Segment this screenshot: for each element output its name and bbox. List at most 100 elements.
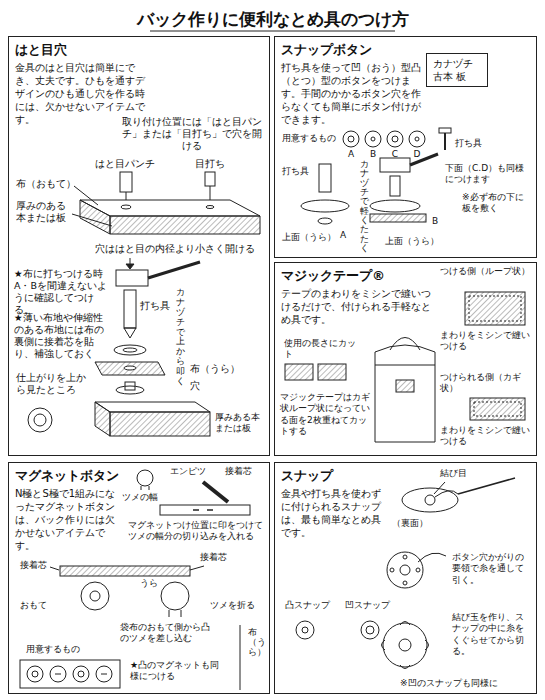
annotation-label: B xyxy=(432,216,440,227)
snap-button-illustration-part xyxy=(371,137,375,141)
annotation-label: ツメの幅 xyxy=(122,492,162,503)
sew-on-snap-illustration-part xyxy=(387,552,423,588)
annotation-label: 打ち具 xyxy=(282,166,314,177)
magnet-button-illustration-part xyxy=(90,591,100,601)
eyelet-illustration-part xyxy=(95,402,110,436)
snap-button-illustration-part xyxy=(387,131,403,147)
magnet-button-illustration-part xyxy=(160,505,250,515)
annotation-label: ツメを折る xyxy=(210,600,260,611)
snap-button-illustration-part xyxy=(343,131,359,147)
eyelet-illustration-part xyxy=(72,214,112,226)
sew-on-snap-illustration-part xyxy=(418,553,446,562)
sew-on-snap-illustration-part xyxy=(435,491,458,497)
annotation-label: 下面（C.D）も同様につけます xyxy=(445,163,530,186)
annotation-label: 上面（うら） xyxy=(282,232,342,243)
magnet-button-illustration-part xyxy=(50,666,66,682)
magnet-button-illustration-part xyxy=(137,470,153,486)
snap-button-illustration-part xyxy=(370,200,420,212)
sew-on-snap-illustration-part xyxy=(366,626,374,634)
sew-on-snap-illustration-part xyxy=(402,488,458,512)
annotation-label: はと目パンチ xyxy=(95,158,157,170)
annotation-label: まわりをミシンで縫いつける xyxy=(440,330,532,353)
magnet-button-illustration-part xyxy=(207,509,213,511)
magnet-button-illustration-part xyxy=(73,666,89,682)
section-text: 金具や打ち具を使わずに付けられるスナップは、最も簡単なとめ具です。 xyxy=(281,487,386,539)
sew-on-snap-illustration-part xyxy=(302,627,308,633)
annotation-label: ★凸のマグネットも同様につける xyxy=(130,660,225,683)
magnet-button-illustration-part xyxy=(193,509,199,511)
annotation-label: 穴ははと目の内径より小さく開ける xyxy=(95,243,265,255)
hook-and-loop-illustration-part xyxy=(390,338,420,351)
annotation-label: 布（おもて） xyxy=(16,178,76,190)
section-text: テープのまわりをミシンで縫いつけるだけで、付けられる手軽なとめ具です。 xyxy=(281,287,431,326)
annotation-label: 布（うら） xyxy=(190,363,245,375)
sew-on-snap-illustration-part xyxy=(400,622,410,626)
annotation-label: ※凹のスナップも同様に xyxy=(400,678,530,689)
annotation-label: 使用の長さにカット xyxy=(284,338,359,361)
eyelet-illustration-part xyxy=(74,186,98,205)
section-panel: スナップ金具や打ち具を使わずに付けられるスナップは、最も簡単なとめ具です。 xyxy=(274,462,537,694)
magnet-button-illustration-part xyxy=(149,486,150,490)
annotation-label: 穴 xyxy=(190,380,202,392)
eyelet-illustration-part xyxy=(126,264,134,269)
vertical-label: 布（うら） xyxy=(248,628,257,658)
annotation-label: 接着芯 xyxy=(20,560,52,571)
eyelet-illustration-part xyxy=(114,345,146,355)
annotation-label: 取り付け位置には「はと目パンチ」または「目打ち」で穴を開ける xyxy=(118,116,266,152)
magnet-button-illustration-part xyxy=(27,666,43,682)
eyelet-illustration-part xyxy=(121,205,131,209)
snap-button-illustration-part xyxy=(439,128,451,133)
annotation-label: ★布に打ちつける時A・Bを間違えないように確認してつける。 xyxy=(14,268,112,316)
eyelet-illustration-part xyxy=(148,262,200,278)
hook-and-loop-illustration-part xyxy=(285,364,313,380)
annotation-label: C xyxy=(391,149,399,160)
annotation-label: つける側（ループ状） xyxy=(440,266,532,277)
annotation-label: 凸スナップ xyxy=(285,600,335,611)
eyelet-illustration-part xyxy=(120,172,132,192)
eyelet-illustration-part xyxy=(205,172,215,186)
section-panel: スナップボタン打ち具を使って凹（おう）型凸（とつ）型のボタンをつけます。手間のか… xyxy=(274,36,537,258)
section-heading: はと目穴 xyxy=(15,42,263,58)
eyelet-illustration-part xyxy=(110,412,210,436)
eyelet-illustration-part xyxy=(95,402,210,412)
sew-on-snap-illustration-part xyxy=(434,482,445,494)
annotation-label: 用意するもの xyxy=(282,133,342,144)
snap-button-illustration-part xyxy=(319,164,331,192)
snap-button-illustration-part xyxy=(365,131,381,147)
annotation-label: おもて xyxy=(20,600,50,611)
section-heading: スナップボタン xyxy=(281,42,530,58)
snap-button-illustration-part xyxy=(370,214,426,222)
hook-and-loop-illustration-part xyxy=(469,296,521,321)
annotation-label: ★薄い布地や伸縮性のある布地には布の裏側に接着芯を貼り、補強しておく xyxy=(14,312,112,360)
eyelet-illustration-part xyxy=(80,200,110,234)
sew-on-snap-illustration-part xyxy=(296,621,314,639)
annotation-label: 袋布のおもて側から凸のツメを差し込む xyxy=(120,622,215,645)
annotation-label: 仕上がりを上から見たところ xyxy=(16,372,92,396)
annotation-label: 結び玉を作り、スナップの中に糸をくぐらせてから切る。 xyxy=(452,612,532,657)
snap-button-illustration-part xyxy=(301,200,349,212)
magnet-button-illustration-part xyxy=(32,671,38,677)
tool-list-box: カナヅチ 古本 板 xyxy=(426,53,488,87)
eyelet-illustration-part xyxy=(206,206,214,209)
vertical-label: カナヅチで上から叩く xyxy=(176,288,185,387)
magnet-button-illustration-part xyxy=(190,566,204,570)
annotation-label: まわりをミシンで縫いつける xyxy=(440,425,532,448)
magnet-button-illustration-part xyxy=(141,486,142,490)
hook-and-loop-illustration-part xyxy=(375,345,435,365)
eyelet-illustration-part xyxy=(110,216,260,234)
annotation-label: 接着芯 xyxy=(200,552,232,563)
eyelet-illustration-part xyxy=(34,414,46,426)
annotation-label: 結び目 xyxy=(440,468,470,479)
annotation-label: A xyxy=(340,230,348,241)
annotation-label: 用意するもの xyxy=(26,644,86,655)
eyelet-illustration-part xyxy=(116,270,148,286)
sew-on-snap-illustration-part xyxy=(425,640,429,650)
sew-on-snap-illustration-part xyxy=(403,581,407,585)
magnet-button-illustration-part xyxy=(203,482,228,502)
snap-button-illustration-part xyxy=(392,136,398,142)
section-text: 打ち具を使って凹（おう）型凸（とつ）型のボタンをつけます。手間のかかるボタン穴を… xyxy=(281,61,421,126)
sew-on-snap-illustration-part xyxy=(403,555,407,559)
snap-button-illustration-part xyxy=(348,136,354,142)
vertical-label: カナヅチで軽くたたく xyxy=(360,160,369,253)
annotation-label: ボタン穴かがりの要領で糸を通して引く。 xyxy=(452,552,532,586)
